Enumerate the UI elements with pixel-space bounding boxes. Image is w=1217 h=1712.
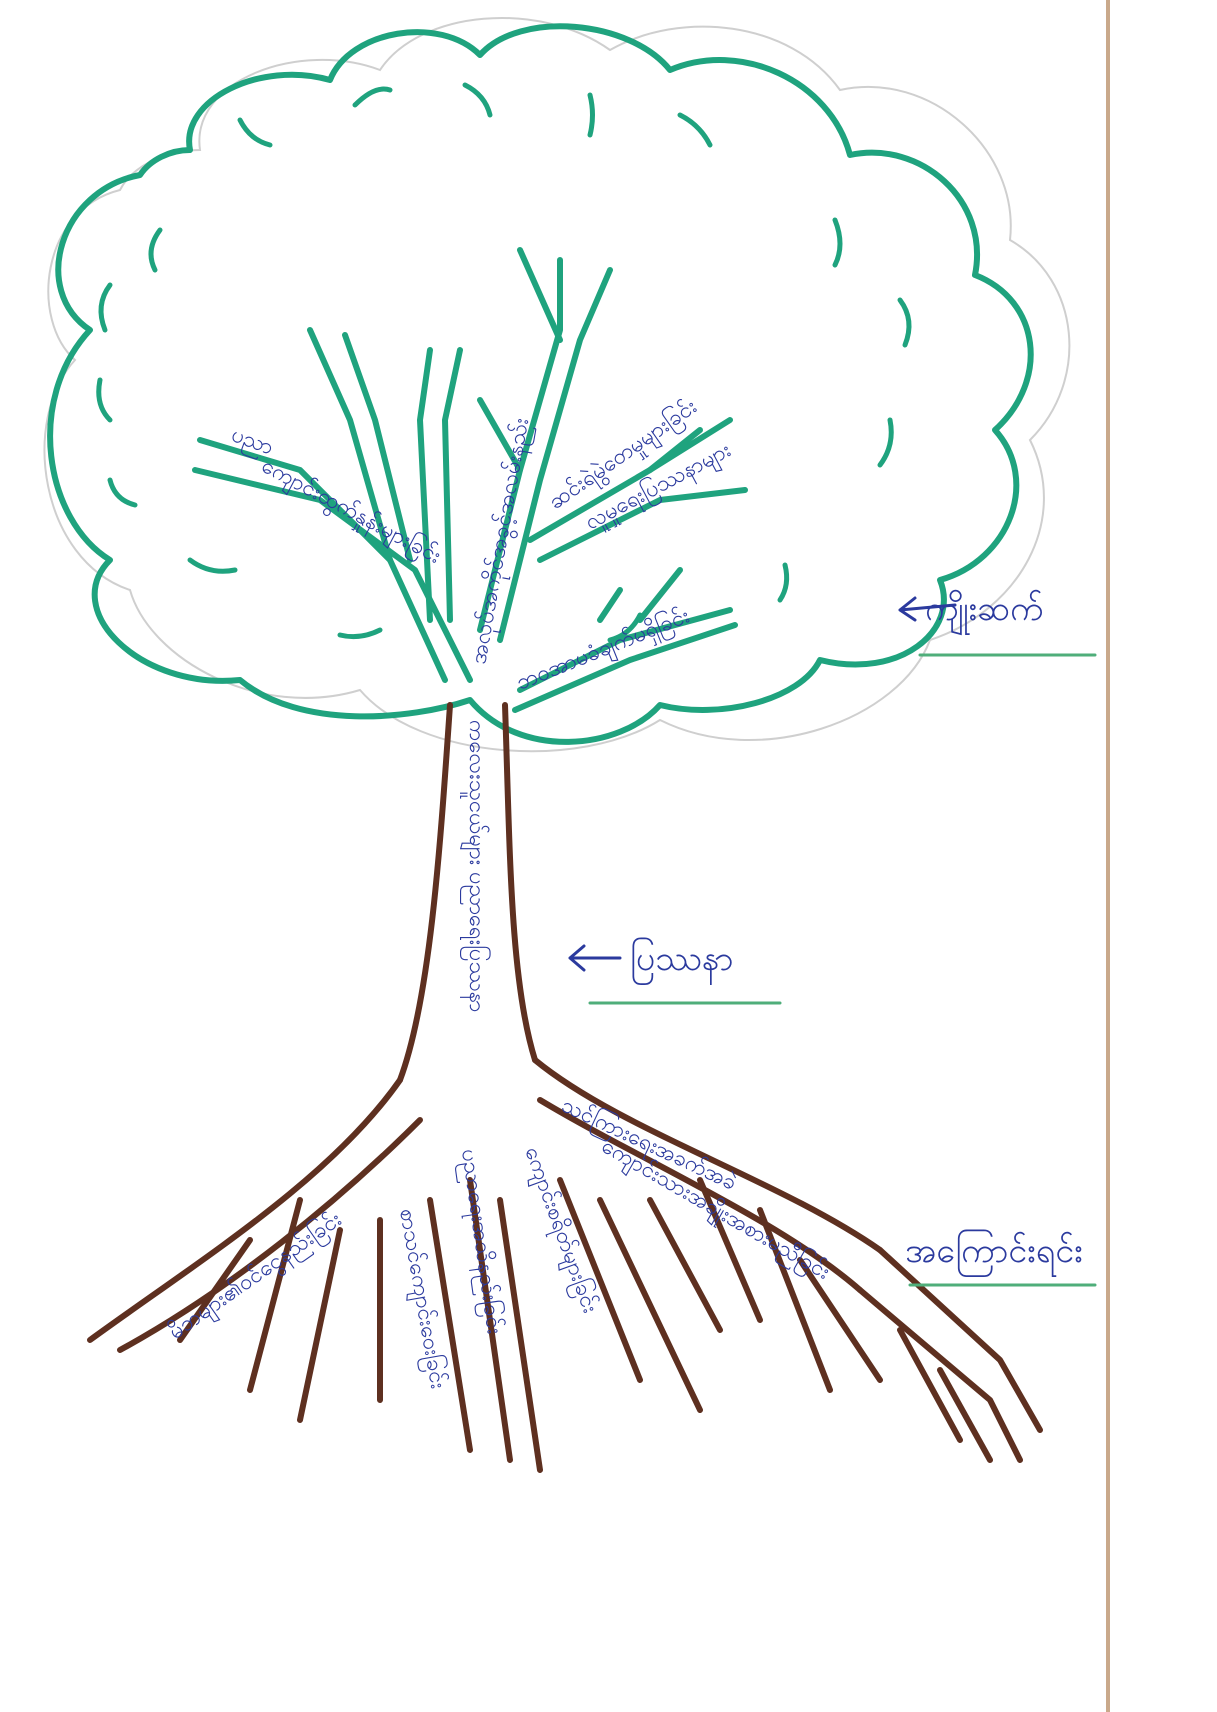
root-note: ကျောင်းစရိတ်များခြင်း: [516, 1143, 605, 1318]
label-leaves: ကျိုးဆက်: [925, 589, 1043, 635]
crown-pencil-outline: [44, 18, 1069, 751]
trunk-note: ကလေးသူငယ်များ ပညာရေးပြဿနာ: [460, 720, 491, 1012]
root-note: ပညာရေးအသိနည်းခြင်း: [452, 1147, 509, 1336]
branch-annotations: ပညာ ကျောင်းထွက်နှုန်းများခြင်း အလုပ်အကို…: [227, 393, 737, 701]
branch-note: လူမှုရေးပြဿနာများ: [580, 436, 737, 539]
label-roots: အကြောင်းရင်း: [905, 1231, 1083, 1277]
branch-note: ကျောင်းထွက်နှုန်းများခြင်း: [255, 451, 446, 573]
label-trunk: ပြဿနာ: [630, 939, 734, 985]
tree-crown-outline: [50, 26, 1031, 742]
